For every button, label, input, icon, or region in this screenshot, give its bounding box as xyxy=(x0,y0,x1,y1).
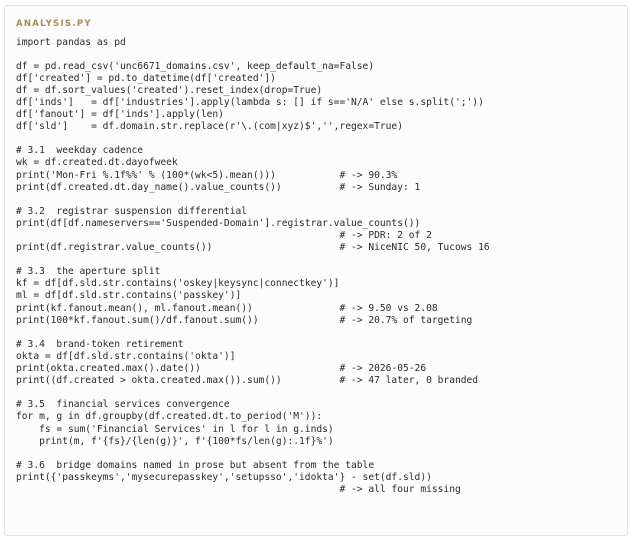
code-line: df['sld'] = df.domain.str.replace(r'\.(c… xyxy=(16,121,403,133)
code-line: print(df.registrar.value_counts()) # -> … xyxy=(16,242,490,254)
code-line: fs = sum('Financial Services' in l for l… xyxy=(16,423,334,435)
code-block: import pandas as pd df = pd.read_csv('unc… xyxy=(16,37,490,497)
code-line: # -> PDR: 2 of 2 xyxy=(16,230,432,241)
code-line: import pandas as pd xyxy=(16,36,126,48)
code-line xyxy=(16,194,490,206)
code-line: df = pd.read_csv('unc6671_domains.csv', … xyxy=(16,60,375,72)
code-line xyxy=(16,327,490,339)
code-line: print(m, f'{fs}/{len(g)}', f'{100*fs/len… xyxy=(16,435,334,447)
code-line: print({'passkeyms','mysecurepasskey','se… xyxy=(16,471,432,483)
code-line: # 3.5 financial services convergence xyxy=(16,399,230,411)
code-line: # 3.6 bridge domains named in prose but … xyxy=(16,459,375,471)
code-line: print(df[df.nameservers=='Suspended-Doma… xyxy=(16,217,421,229)
code-line: print(kf.fanout.mean(), ml.fanout.mean()… xyxy=(16,302,438,314)
code-line: print(100*kf.fanout.sum()/df.fanout.sum(… xyxy=(16,314,473,326)
code-line: wk = df.created.dt.dayofweek xyxy=(16,157,178,169)
code-line xyxy=(16,49,490,61)
code-line xyxy=(16,254,490,266)
code-line: okta = df[df.sld.str.contains('okta')] xyxy=(16,350,236,362)
code-line: for m, g in df.groupby(df.created.dt.to_… xyxy=(16,411,323,423)
file-title: ANALYSIS.PY xyxy=(16,19,92,29)
code-line: print('Mon-Fri %.1f%%' % (100*(wk<5).mea… xyxy=(16,169,398,181)
code-line: print(df.created.dt.day_name().value_cou… xyxy=(16,181,421,193)
code-line xyxy=(16,133,490,145)
code-line: df = df.sort_values('created').reset_ind… xyxy=(16,84,323,96)
code-line xyxy=(16,448,490,460)
code-line: # 3.1 weekday cadence xyxy=(16,145,144,157)
code-line: print((df.created > okta.created.max()).… xyxy=(16,375,479,387)
code-line: # -> all four missing xyxy=(16,483,461,495)
code-line: df['created'] = pd.to_datetime(df['creat… xyxy=(16,72,276,84)
code-line: kf = df[df.sld.str.contains('oskey|keysy… xyxy=(16,278,340,290)
code-line: # 3.4 brand-token retirement xyxy=(16,338,184,350)
code-line: df['fanout'] = df['inds'].apply(len) xyxy=(16,109,224,121)
code-line: print(okta.created.max().date()) # -> 20… xyxy=(16,363,427,375)
code-line: # 3.2 registrar suspension differential xyxy=(16,205,248,217)
code-line: # 3.3 the aperture split xyxy=(16,266,161,278)
code-line: ml = df[df.sld.str.contains('passkey')] xyxy=(16,290,242,302)
code-line xyxy=(16,387,490,399)
code-panel: ANALYSIS.PY import pandas as pd df = pd.r… xyxy=(4,5,628,536)
code-line: df['inds'] = df['industries'].apply(lamb… xyxy=(16,96,484,108)
